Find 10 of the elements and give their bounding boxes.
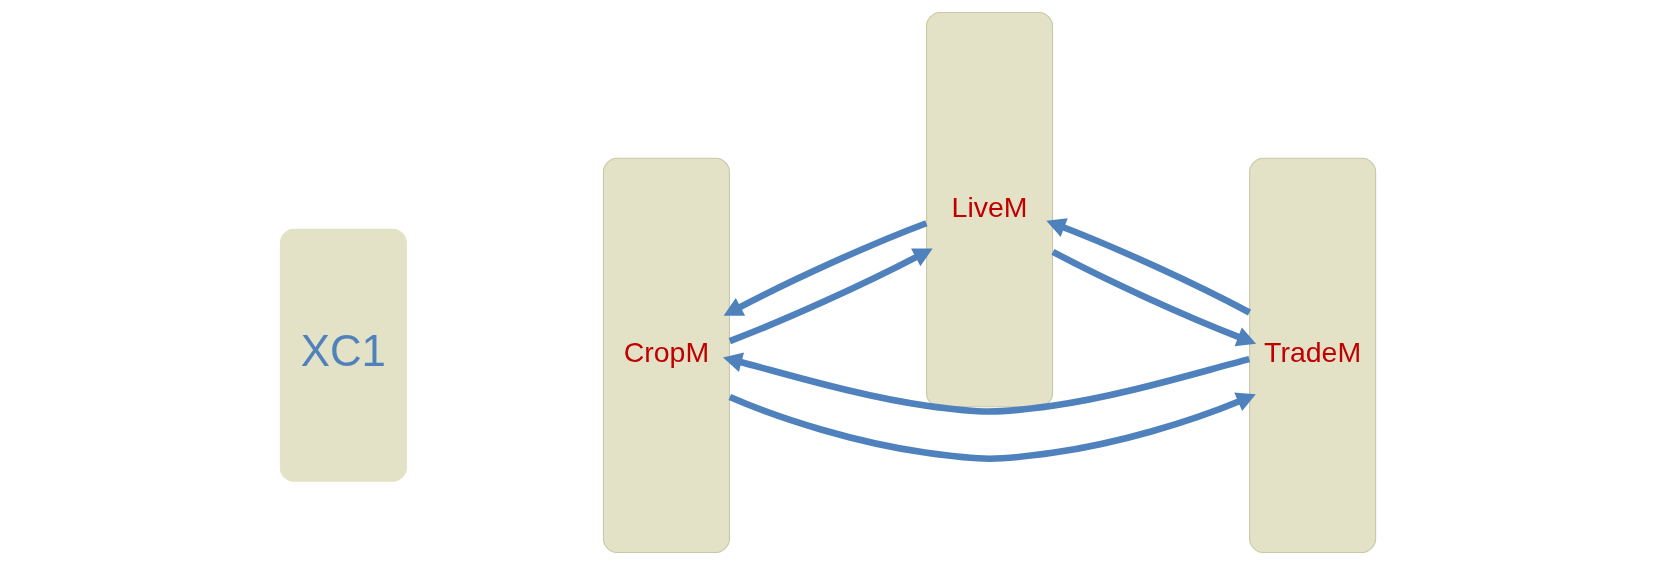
- arrow: [728, 392, 1256, 462]
- arrow: [728, 248, 933, 345]
- node-box: LiveM: [925, 11, 1053, 408]
- arrow: [1050, 249, 1256, 347]
- arrow: [723, 220, 928, 316]
- node-box: TradeM: [1248, 157, 1376, 554]
- node-box: XC1: [279, 228, 407, 482]
- arrow: [1045, 218, 1251, 316]
- arrow: [722, 352, 1250, 415]
- node-box: CropM: [602, 157, 730, 554]
